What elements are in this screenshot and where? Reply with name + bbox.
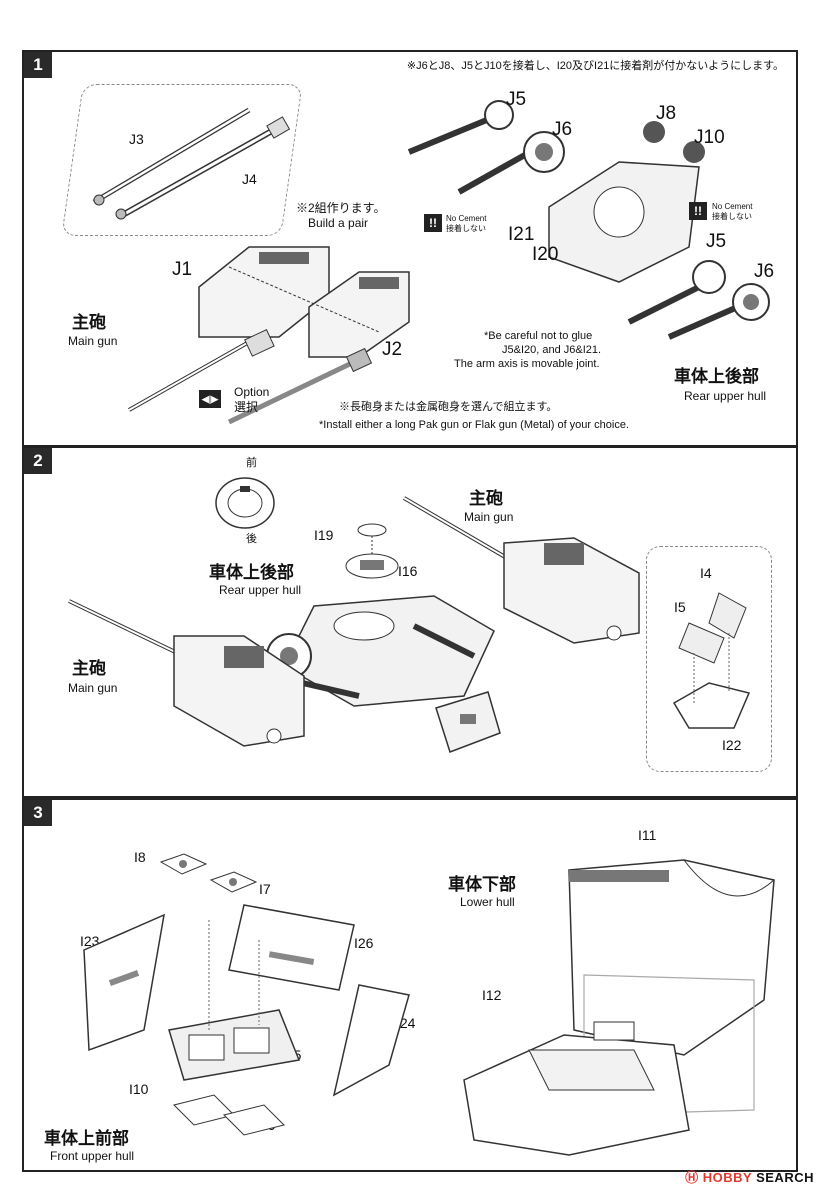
brand-logo-icon: Ⓗ [685,1170,699,1185]
careful-note-line-3: The arm axis is movable joint. [454,358,600,370]
brand-hobby: HOBBY [702,1170,752,1185]
label-i20: I20 [532,244,559,265]
no-cement-icon-right: !! [689,202,707,220]
step-1-panel: 1 ※J6とJ8、J5とJ10を接着し、I20及びI21に接着剤が付かないように… [22,50,798,447]
step-number: 2 [24,448,52,474]
main-gun-jp: 主砲 [72,313,106,332]
option-jp: 選択 [234,400,259,414]
no-cement-left-en: No Cement [446,214,487,223]
label-i26: I26 [354,935,374,951]
label-i19: I19 [314,527,334,543]
label-i23: I23 [80,933,100,949]
no-cement-left-jp: 接着しない [446,224,486,233]
label-j10: J10 [694,127,725,148]
top-note: ※J6とJ8、J5とJ10を接着し、I20及びI21に接着剤が付かないようにしま… [406,60,784,72]
step-number: 3 [24,800,52,826]
label-j6-top: J6 [552,119,573,140]
label-j4: J4 [242,171,257,187]
turret-ring-i16-i19-drawing [345,523,399,579]
main-gun-right-en: Main gun [464,510,514,524]
label-i4: I4 [700,565,712,581]
no-cement-icon-left: !! [424,214,442,232]
rear-upper-hull-jp: 車体上後部 [209,563,294,582]
main-gun-left-en: Main gun [68,681,118,695]
label-i22: I22 [722,737,742,753]
rear-upper-hull-jp: 車体上後部 [674,367,759,386]
step-number: 1 [24,52,52,78]
front-upper-hull-jp: 車体上前部 [44,1129,129,1148]
no-cement-right-en: No Cement [712,202,753,211]
lower-hull-en: Lower hull [460,895,515,909]
rear-upper-hull-arms-drawing [407,100,770,340]
main-gun-left-drawing [68,599,305,747]
label-i12: I12 [482,987,502,1003]
barrel-j3-j4-drawing [92,107,291,220]
front-upper-hull-drawing [83,904,410,1136]
careful-note-line-1: *Be careful not to glue [484,330,593,342]
lower-hull-jp: 車体下部 [448,875,516,894]
label-i5: I5 [674,599,686,615]
build-pair-en: Build a pair [308,216,369,230]
no-cement-right-jp: 接着しない [712,212,752,221]
label-j2: J2 [382,339,403,360]
rear-jp: 後 [246,533,257,545]
label-i7: I7 [259,881,271,897]
label-j5-bottom: J5 [706,231,727,252]
main-gun-en: Main gun [68,334,118,348]
option-en: Option [234,385,270,399]
gun-body-j1-j2-drawing [198,246,410,358]
step-3-panel: 3 I8 I7 I23 I26 I24 I25 I10 I9 車体上前部 Fro… [22,798,798,1172]
label-i21: I21 [508,224,535,245]
front-jp: 前 [246,457,257,469]
choose-en: *Install either a long Pak gun or Flak g… [319,419,629,431]
label-j5-top: J5 [506,89,527,110]
label-i8: I8 [134,849,146,865]
plates-i7-i8-drawing [159,853,258,893]
label-j3: J3 [129,131,144,147]
detail-box-i4-i5-i22 [646,546,772,772]
label-i11: I11 [638,827,657,843]
main-gun-left-jp: 主砲 [72,659,106,678]
hatch-i4-i5-i22-drawing [672,592,751,729]
main-gun-barrel-drawing [128,329,373,425]
front-upper-hull-en: Front upper hull [50,1149,135,1163]
option-icon: ◀|▶ [199,390,221,408]
lower-hull-drawing [463,859,775,1156]
rear-upper-hull-en: Rear upper hull [219,583,302,597]
brand-search: SEARCH [756,1170,814,1185]
careful-note-line-2: J5&I20, and J6&I21. [502,344,602,356]
step-2-panel: 2 前 後 I19 I16 車体上後部 Rear upper hull 主砲 M… [22,446,798,798]
main-gun-right-drawing [402,496,640,644]
label-j8: J8 [656,103,677,124]
label-i10: I10 [129,1081,149,1097]
label-j1: J1 [172,259,193,280]
label-i16: I16 [398,563,418,579]
main-gun-right-jp: 主砲 [469,489,503,508]
brand-footer: Ⓗ HOBBY SEARCH [685,1167,814,1186]
rear-plate-drawing [435,691,501,753]
orientation-ring-drawing [215,477,275,529]
rear-upper-hull-en: Rear upper hull [684,389,767,403]
choose-jp: ※長砲身または金属砲身を選んで組立ます。 [339,401,558,413]
label-j6-bottom: J6 [754,261,775,282]
build-pair-jp: ※2組作ります。 [296,201,386,215]
